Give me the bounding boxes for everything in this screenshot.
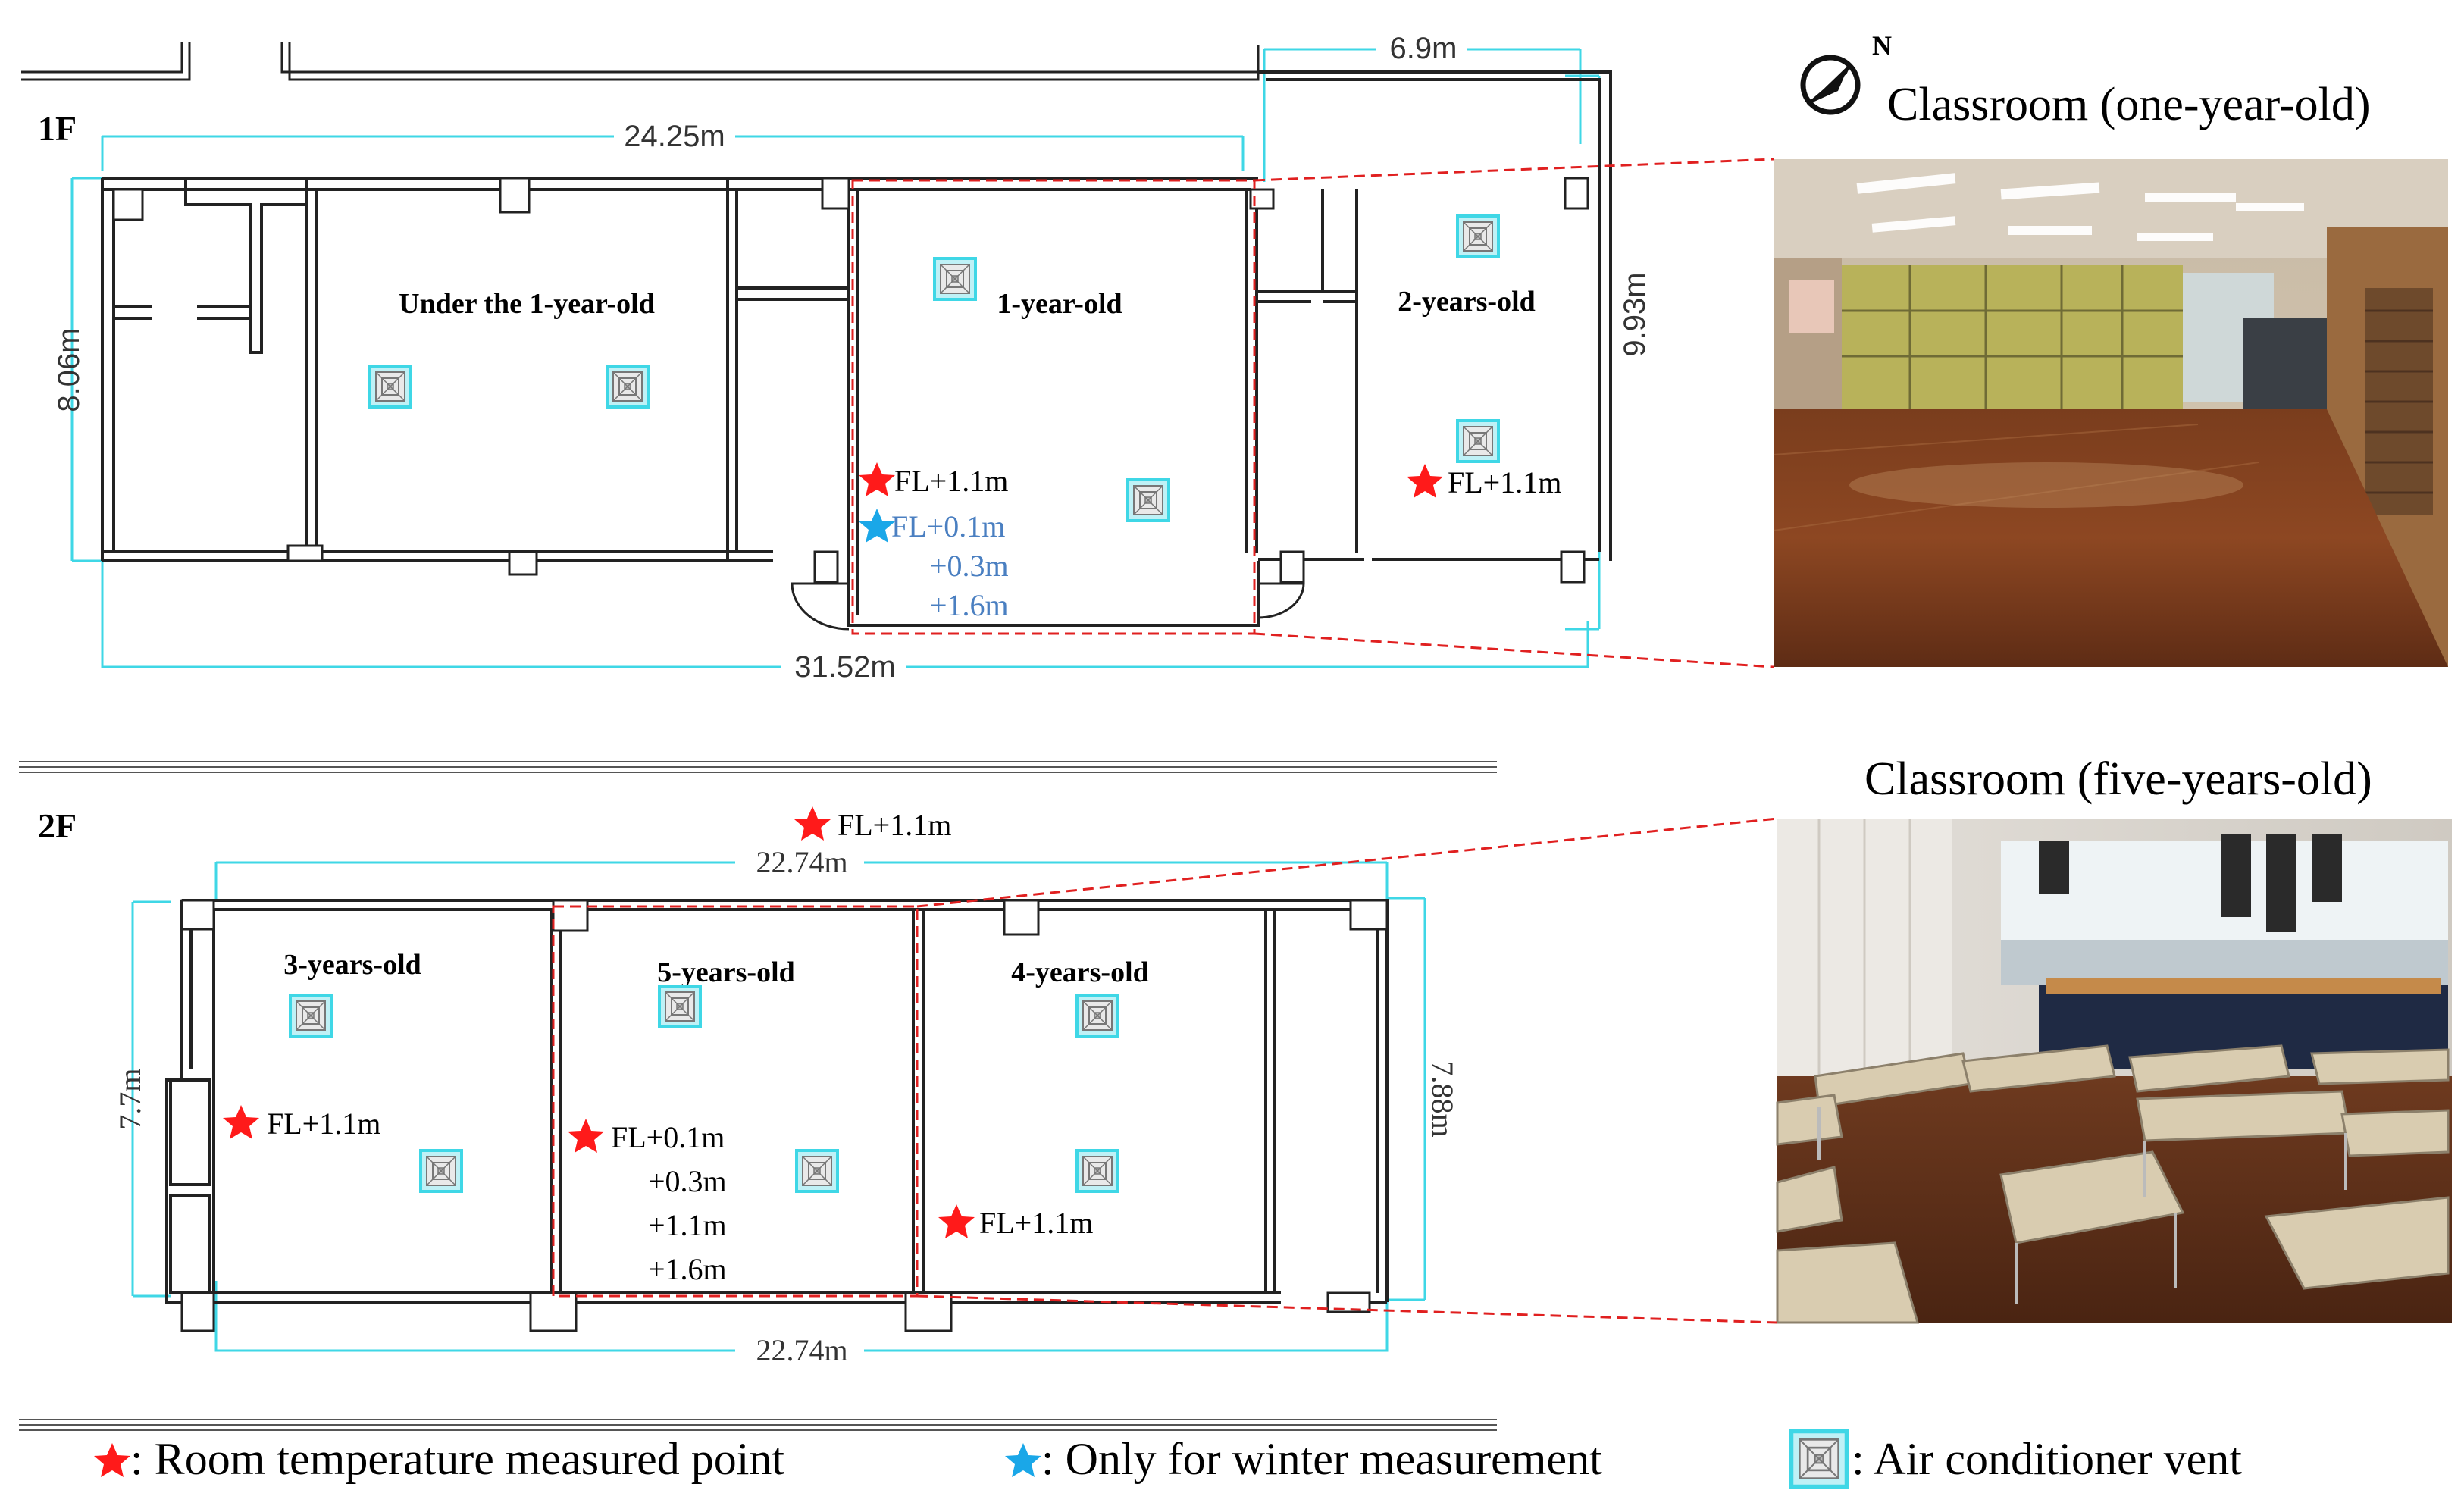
red-star-icon — [568, 1119, 604, 1153]
legend-blue-star-icon — [1005, 1443, 1041, 1477]
point-one-blue-0: FL+0.1m — [891, 509, 1005, 543]
legend-blue-star-label: : Only for winter measurement — [1041, 1434, 1602, 1484]
room-2-years-old: 2-years-old — [1398, 286, 1536, 318]
vent-icon — [289, 994, 333, 1038]
photo-five-title: Classroom (five-years-old) — [1864, 753, 2372, 805]
corridor-walls — [21, 42, 1260, 81]
red-star-icon — [1407, 464, 1443, 498]
vent-icon — [795, 1149, 839, 1193]
room-1-year-old: 1-year-old — [997, 288, 1122, 320]
point-five-red-1: +0.3m — [648, 1164, 727, 1198]
room-under-1-year-old: Under the 1-year-old — [399, 288, 655, 320]
vent-icon — [368, 365, 412, 409]
dim-2f-top: 22.74m — [756, 845, 847, 879]
photo-five-leader-lines — [916, 817, 1778, 1324]
room-3-years-old: 3-years-old — [283, 949, 421, 981]
point-four-red: FL+1.1m — [979, 1206, 1093, 1240]
floor-separator — [19, 761, 1497, 1431]
vent-icon — [1126, 478, 1170, 522]
legend-vent-label: : Air conditioner vent — [1852, 1434, 2242, 1484]
photo-five-years-old-classroom — [1776, 819, 2452, 1324]
floor-1-columns — [112, 177, 1589, 584]
red-star-icon — [794, 806, 831, 841]
floor-2-dimension-labels: 22.74m 7.7m 7.88m 22.74m — [113, 845, 1460, 1367]
point-five-red-0: FL+0.1m — [611, 1120, 725, 1154]
vent-icon — [606, 365, 650, 409]
photo-one-year-old-classroom — [1773, 159, 2448, 667]
dim-right: 9.93m — [1618, 272, 1652, 356]
dim-left: 8.06m — [52, 327, 86, 412]
vent-icon — [658, 985, 702, 1028]
point-top-red: FL+1.1m — [838, 808, 951, 842]
highlight-five-years-old — [552, 905, 919, 1298]
legend-vent-icon — [1792, 1432, 1847, 1487]
vent-icon — [1075, 1149, 1119, 1193]
vent-icon — [933, 257, 977, 301]
photo-one-leader-lines — [1254, 158, 1774, 668]
photo-one-title: Classroom (one-year-old) — [1887, 79, 2371, 130]
blue-star-icon — [859, 509, 895, 543]
vent-icon — [1456, 419, 1500, 463]
dim-2f-left: 7.7m — [113, 1068, 147, 1129]
point-one-blue-2: +1.6m — [930, 588, 1009, 622]
dim-2f-right: 7.88m — [1426, 1060, 1460, 1137]
vent-icon — [419, 1149, 463, 1193]
point-one-blue-1: +0.3m — [930, 549, 1009, 583]
point-five-red-2: +1.1m — [648, 1208, 727, 1242]
floor-1-doors — [791, 582, 1305, 631]
room-4-years-old: 4-years-old — [1011, 956, 1149, 988]
highlight-one-year-old — [851, 179, 1256, 635]
floor-1-plan: 1F 6.9m 24.25m 8.06m 9.93m 31.52m — [21, 32, 1652, 684]
dim-bottom: 31.52m — [794, 650, 895, 684]
legend-red-star-label: : Room temperature measured point — [130, 1434, 784, 1484]
dim-top-right: 6.9m — [1390, 32, 1457, 65]
point-three-red: FL+1.1m — [267, 1107, 380, 1141]
dim-2f-bottom: 22.74m — [756, 1333, 847, 1367]
floor-1-label: 1F — [38, 109, 77, 148]
vent-icon — [1456, 214, 1500, 258]
red-star-icon — [859, 462, 895, 496]
vent-icon — [1075, 994, 1119, 1038]
north-arrow-icon: N — [1800, 30, 1892, 115]
floor-2-plan: 2F FL+1.1m 22.74m 7.7m 7.88m 22.74m — [38, 806, 1460, 1367]
room-5-years-old: 5-years-old — [657, 956, 795, 988]
legend: : Room temperature measured point : Only… — [94, 1432, 2242, 1487]
floor-1-walls — [101, 70, 1612, 627]
dim-top-main: 24.25m — [624, 120, 725, 153]
floor-2-columns — [180, 899, 1389, 1332]
floor-1-dimension-labels: 6.9m 24.25m 8.06m 9.93m 31.52m — [52, 32, 1652, 684]
legend-red-star-icon — [94, 1443, 130, 1477]
north-label: N — [1872, 30, 1892, 61]
point-two-red: FL+1.1m — [1448, 465, 1561, 499]
red-star-icon — [223, 1105, 259, 1139]
red-star-icon — [938, 1204, 975, 1238]
point-five-red-3: +1.6m — [648, 1252, 727, 1286]
floor-2-label: 2F — [38, 806, 77, 845]
point-one-red: FL+1.1m — [894, 464, 1008, 498]
